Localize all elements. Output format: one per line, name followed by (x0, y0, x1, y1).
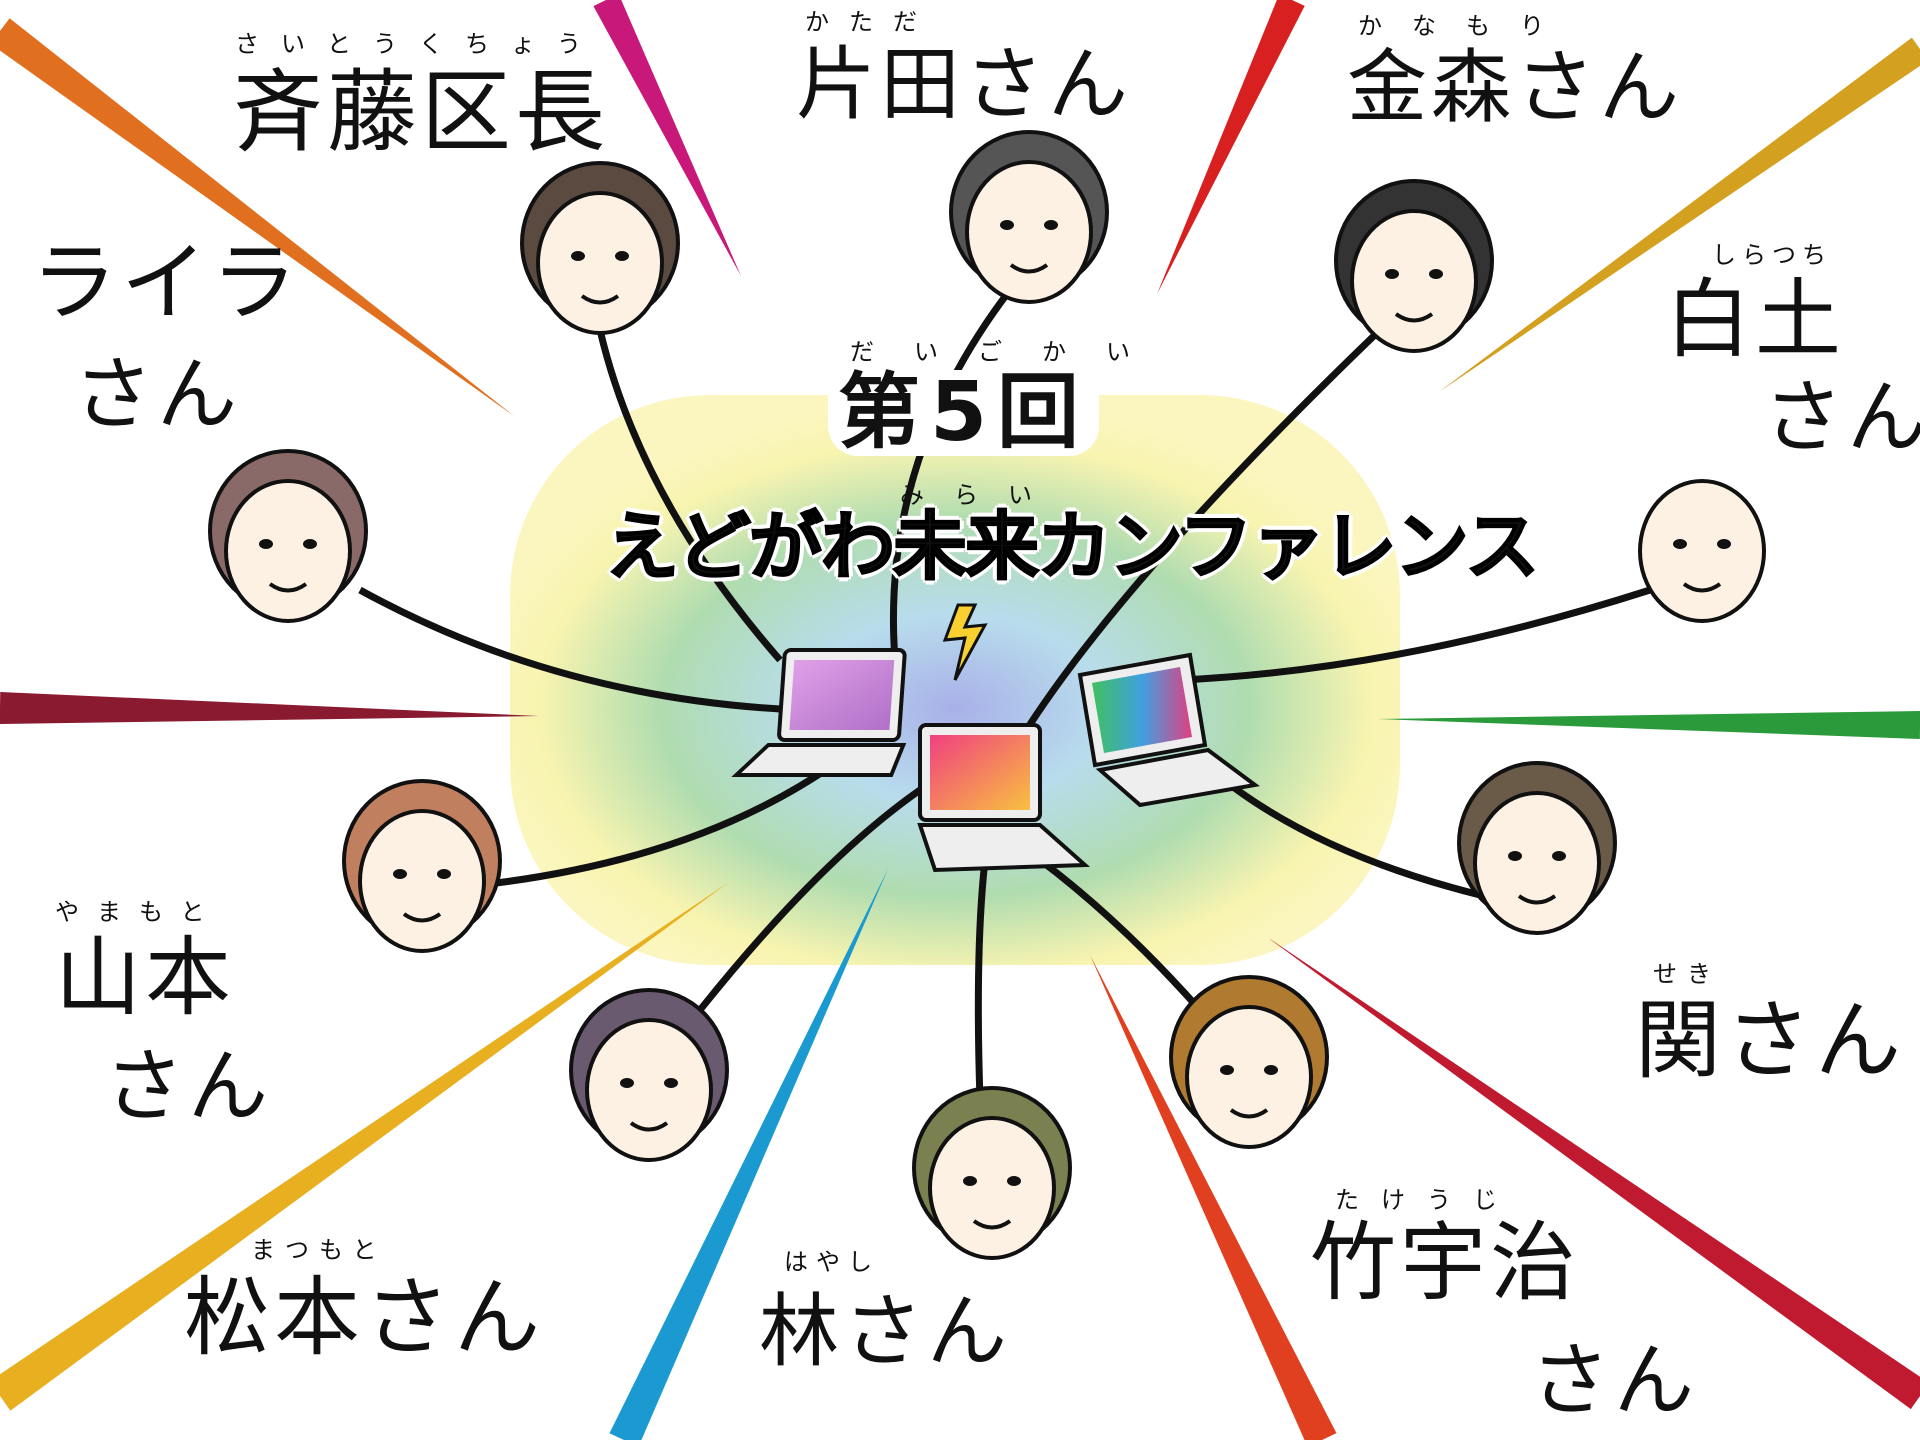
participant-name: ライラ (31, 233, 301, 333)
ray (0, 692, 539, 724)
ray (593, 0, 741, 276)
ray (1378, 711, 1920, 739)
portrait (1457, 761, 1617, 935)
participant-name: 山本 (55, 928, 235, 1028)
ray (1157, 0, 1305, 294)
laptop-icon (917, 723, 1091, 873)
participant-name: 斉藤区長 (233, 60, 609, 165)
participant-ruby: しらつち (1712, 241, 1832, 269)
participant-name: 金森さん (1347, 41, 1683, 134)
participant-name: 片田さん (796, 38, 1132, 131)
conference-ruby: みらい (900, 481, 1062, 509)
participant-ruby: さいとうくちょう (235, 30, 603, 58)
ray (1267, 937, 1920, 1410)
participant-honorific: さん (1763, 371, 1920, 464)
participant-ruby: せき (1653, 960, 1721, 988)
participant-ruby: やまもと (55, 898, 223, 926)
connection-cables (358, 287, 1652, 1101)
participant-ruby: はやし (784, 1248, 880, 1276)
participant-name: 竹宇治 (1310, 1213, 1580, 1313)
ray (609, 869, 888, 1440)
edition-ruby: だいごかい (850, 338, 1170, 366)
laptops (731, 603, 1260, 873)
portrait (1334, 179, 1494, 353)
participant-ruby: たけうじ (1335, 1186, 1519, 1214)
participant-name: 林さん (759, 1285, 1011, 1378)
lightning-icon (942, 603, 988, 681)
participant-portraits (208, 130, 1766, 1260)
ray (0, 882, 729, 1411)
laptop-icon (1077, 652, 1260, 808)
edition-label: 第5回 (828, 370, 1100, 456)
ray (1090, 955, 1337, 1440)
portrait (912, 1086, 1072, 1260)
portrait (1169, 975, 1329, 1149)
portrait (1638, 479, 1766, 623)
participant-ruby: まつもと (251, 1236, 387, 1264)
participant-ruby: かなもり (1358, 12, 1574, 40)
participant-honorific: さん (73, 348, 241, 441)
laptop-icon (731, 648, 907, 777)
portrait (569, 988, 729, 1162)
participant-name: 白土 (1665, 270, 1845, 370)
portrait (342, 779, 502, 953)
ray (0, 18, 514, 416)
portrait (520, 161, 680, 335)
conference-title: えどがわ未来カンファレンス (604, 504, 1540, 590)
participant-name: 松本さん (184, 1268, 544, 1368)
portrait (208, 449, 368, 623)
participant-honorific: さん (1530, 1334, 1698, 1427)
ray (1439, 37, 1920, 392)
participant-name: 関さん (1635, 991, 1905, 1091)
participant-ruby: かただ (805, 8, 937, 36)
portrait (949, 130, 1109, 304)
participant-honorific: さん (104, 1040, 272, 1133)
